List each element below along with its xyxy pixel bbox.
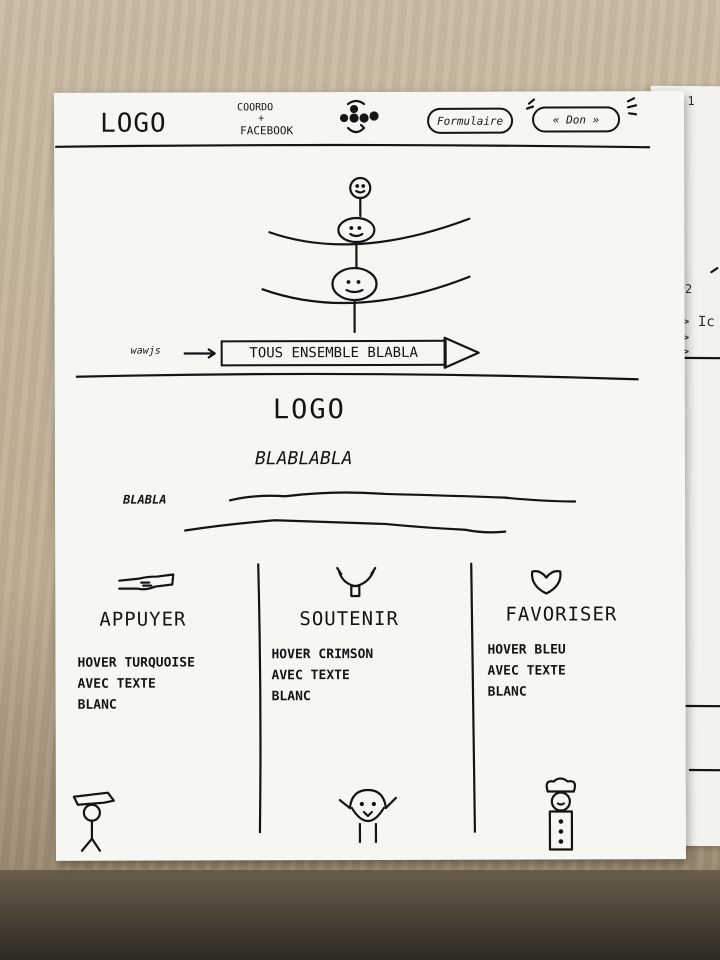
header-logo[interactable]: LOGO bbox=[100, 108, 167, 139]
column-title-appuyer[interactable]: APPUYER bbox=[99, 608, 187, 631]
column-line: BLANC bbox=[487, 684, 527, 700]
contact-link-facebook[interactable]: FACEBOOK bbox=[240, 124, 294, 138]
column-text-appuyer: HOVER TURQUOISE AVEC TEXTE BLANC bbox=[77, 652, 195, 715]
column-title-soutenir[interactable]: SOUTENIR bbox=[299, 607, 399, 631]
wireframe-paper: LOGO COORDO + FACEBOOK Formulaire « Don … bbox=[53, 91, 687, 861]
column-title-favoriser[interactable]: FAVORISER bbox=[505, 603, 618, 626]
column-line: AVEC TEXTE bbox=[487, 663, 566, 679]
chef-doodle bbox=[545, 777, 577, 851]
column-line: HOVER BLEU bbox=[487, 642, 566, 658]
column-line: HOVER CRIMSON bbox=[271, 646, 374, 663]
column-line: HOVER TURQUOISE bbox=[77, 655, 195, 671]
donate-emphasis-marks bbox=[525, 97, 638, 116]
hero-illustration bbox=[183, 176, 480, 369]
hero-divider bbox=[75, 372, 639, 381]
hat-figure-doodle bbox=[72, 791, 115, 852]
heart-hands-icon bbox=[530, 570, 562, 595]
contact-plus: + bbox=[258, 113, 265, 125]
form-button[interactable]: Formulaire bbox=[427, 107, 514, 134]
handshake-icon bbox=[118, 573, 175, 591]
share-icon[interactable] bbox=[334, 98, 394, 148]
column-line: BLANC bbox=[77, 697, 117, 713]
bird-doodle bbox=[338, 788, 397, 844]
floor-shadow bbox=[0, 870, 720, 960]
banner-arrow-label: wawjs bbox=[130, 345, 161, 357]
raised-hands-icon bbox=[336, 566, 377, 598]
column-line: AVEC TEXTE bbox=[271, 668, 350, 684]
column-line: AVEC TEXTE bbox=[77, 676, 156, 692]
intro-logo: LOGO bbox=[272, 394, 346, 426]
header-divider bbox=[55, 143, 651, 149]
hero-banner[interactable]: TOUS ENSEMBLE BLABLA bbox=[220, 339, 447, 367]
intro-text-scribble bbox=[184, 491, 577, 534]
column-dividers bbox=[257, 562, 477, 834]
column-text-soutenir: HOVER CRIMSON AVEC TEXTE BLANC bbox=[271, 644, 373, 707]
contact-link-coordo[interactable]: COORDO bbox=[237, 102, 274, 114]
column-line: BLANC bbox=[271, 689, 311, 705]
intro-tagline: BLABLABLA bbox=[254, 448, 353, 470]
column-text-favoriser: HOVER BLEU AVEC TEXTE BLANC bbox=[487, 639, 565, 702]
